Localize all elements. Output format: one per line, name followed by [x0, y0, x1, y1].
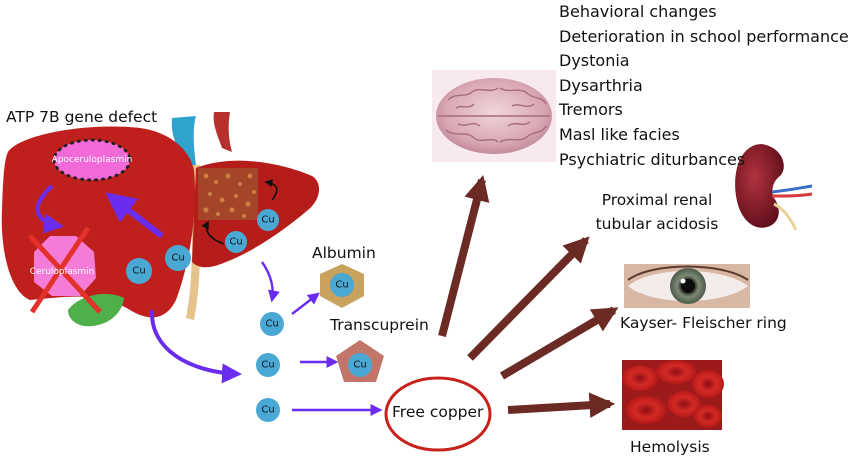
arrow-cu-to-albumin [291, 292, 320, 315]
kidney-label-line1: Proximal renal [601, 191, 713, 209]
portal-vein-blue [171, 116, 196, 165]
neuro-symptom: Psychiatric diturbances [559, 149, 746, 169]
arrow-apo-to-cerulo [35, 184, 64, 234]
red-blood-cells-image [622, 360, 724, 430]
cu-ion [126, 258, 152, 284]
cu-symbol: Cu [261, 404, 275, 416]
neuro-symptom: Behavioral changes [559, 2, 717, 21]
eye-image [624, 264, 750, 308]
arrow-to-blood [507, 392, 616, 418]
blood-label: Hemolysis [630, 438, 710, 456]
cu-ion [256, 398, 280, 422]
cu-ion [257, 209, 279, 231]
arrow-tissue-loop [264, 179, 278, 201]
kidney-label: Proximal renal tubular acidosis [592, 188, 722, 236]
hepatic-artery-red [213, 112, 232, 152]
arrow-to-eye [499, 306, 619, 380]
arrow-to-brain [438, 175, 490, 337]
cu-symbol: Cu [261, 359, 275, 371]
free-copper-label: Free copper [392, 403, 484, 421]
cu-ion [165, 245, 191, 271]
copper-ions [126, 209, 372, 422]
ceruloplasmin-shape [28, 226, 102, 314]
arrow-liver-to-cu-pool [261, 261, 280, 303]
gene-defect-label: ATP 7B gene defect [6, 108, 158, 126]
neuro-symptom-list: Behavioral changes Deterioration in scho… [559, 0, 849, 172]
apoceruloplasmin-label: Apoceruloplasmin [51, 155, 133, 165]
kidney-label-line2: tubular acidosis [595, 215, 719, 233]
cu-ion [348, 353, 372, 377]
cu-symbol: Cu [171, 252, 185, 264]
neuro-symptom: Dystonia [559, 51, 630, 71]
apoceruloplasmin-shape [52, 138, 132, 182]
cu-symbol: Cu [335, 279, 349, 291]
ceruloplasmin-label: Ceruloplasmin [29, 267, 95, 277]
brain-image [432, 70, 556, 162]
neuro-symptom: Deterioration in school performance [559, 26, 849, 46]
albumin-label: Albumin [312, 244, 376, 262]
cu-symbol: Cu [265, 318, 279, 330]
transcuprein-label: Transcuprein [330, 316, 429, 334]
neuro-symptom: Tremors [559, 100, 623, 120]
cu-symbol: Cu [261, 214, 275, 226]
neuro-symptom: Masl like facies [559, 124, 680, 144]
kidney-image [735, 144, 813, 231]
eye-label: Kayser- Fleischer ring [620, 314, 787, 332]
cu-ion [260, 312, 284, 336]
cu-symbol: Cu [132, 265, 146, 277]
cu-ion [330, 273, 354, 297]
cu-ion [256, 353, 280, 377]
cu-symbol: Cu [229, 236, 243, 248]
arrow-to-kidney [467, 236, 590, 361]
cu-symbol: Cu [353, 359, 367, 371]
arrow-cu-to-apo [105, 192, 164, 239]
cu-ion [225, 231, 247, 253]
neuro-symptom: Dysarthria [559, 75, 643, 95]
arrow-liver-to-circulation [149, 309, 242, 384]
arrow-cu-into-tissue [201, 220, 225, 245]
free-copper-oval [384, 376, 492, 452]
